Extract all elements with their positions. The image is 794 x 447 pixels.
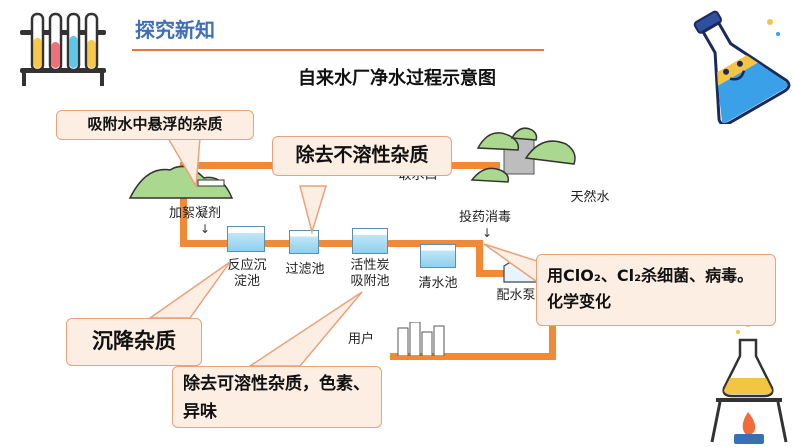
callout-settle: 沉降杂质: [66, 318, 202, 366]
label-filtration: 过滤池: [285, 262, 325, 277]
callout-chlorine: 用ClO₂、Cl₂杀细菌、病毒。 化学变化: [536, 254, 776, 326]
callout-adsorb: 吸附水中悬浮的杂质: [56, 110, 254, 140]
flask-icon: [693, 10, 791, 124]
sedimentation-tank: [227, 226, 265, 252]
label-carbon: 活性炭 吸附池: [350, 258, 390, 289]
section-title: 探究新知: [135, 18, 215, 42]
filtration-tank: [289, 230, 319, 254]
label-sedimentation: 反应沉 淀池: [227, 258, 267, 289]
pipe-bottom: [180, 240, 480, 247]
header-divider: [132, 49, 544, 51]
arrow-down-icon: ↓: [200, 222, 211, 236]
diagram-title: 自来水厂净水过程示意图: [298, 68, 496, 89]
label-flocculant: 加絮凝剂: [168, 206, 221, 221]
clean-water-tank: [420, 244, 456, 268]
label-disinfect: 投药消毒: [458, 210, 511, 225]
test-tube-rack-icon: [20, 12, 106, 86]
trees-icon: [470, 127, 576, 183]
label-natural-water: 天然水: [570, 190, 610, 205]
label-pump: 配水泵: [496, 288, 536, 303]
carbon-tank: [352, 228, 388, 254]
pipe-left-down: [180, 162, 187, 244]
arrow-down-icon: ↓: [482, 226, 493, 240]
label-clean-water: 清水池: [418, 276, 458, 291]
burner-flask-icon: [710, 321, 788, 444]
buildings-icon: [397, 322, 445, 356]
callout-soluble: 除去可溶性杂质，色素、异味: [172, 366, 382, 428]
pipe-user: [390, 353, 556, 360]
pipe-to-pump: [476, 240, 483, 274]
label-user: 用户: [347, 332, 374, 347]
callout-insoluble: 除去不溶性杂质: [272, 136, 452, 176]
